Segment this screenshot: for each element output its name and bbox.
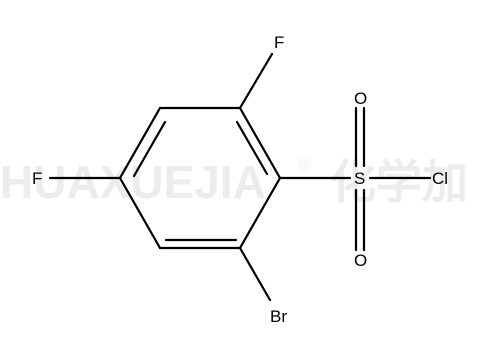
substituent-bonds <box>48 52 432 302</box>
atom-s: S <box>354 169 365 188</box>
ring-bond <box>238 176 282 250</box>
atom-br: Br <box>270 307 287 326</box>
atom-o-bottom: O <box>354 251 367 270</box>
bond-to-f-top <box>238 52 274 110</box>
ring-double-bond <box>235 120 269 176</box>
atom-f-left: F <box>32 169 42 188</box>
ring-bond <box>238 106 282 180</box>
benzene-ring <box>118 106 282 250</box>
ring-double-bond <box>132 120 167 178</box>
bond-to-br <box>238 246 272 302</box>
atom-o-top: O <box>354 89 367 108</box>
watermark: HUAXUEJIA ® 化学加 <box>0 156 468 208</box>
watermark-registered: ® <box>298 157 310 174</box>
atom-cl: Cl <box>432 169 448 188</box>
atom-f-top: F <box>274 33 284 52</box>
ring-bond <box>118 176 162 250</box>
ring-bond <box>118 106 162 180</box>
watermark-chinese: 化学加 <box>330 156 468 208</box>
atom-labels: F F S O O Cl Br <box>32 33 448 326</box>
